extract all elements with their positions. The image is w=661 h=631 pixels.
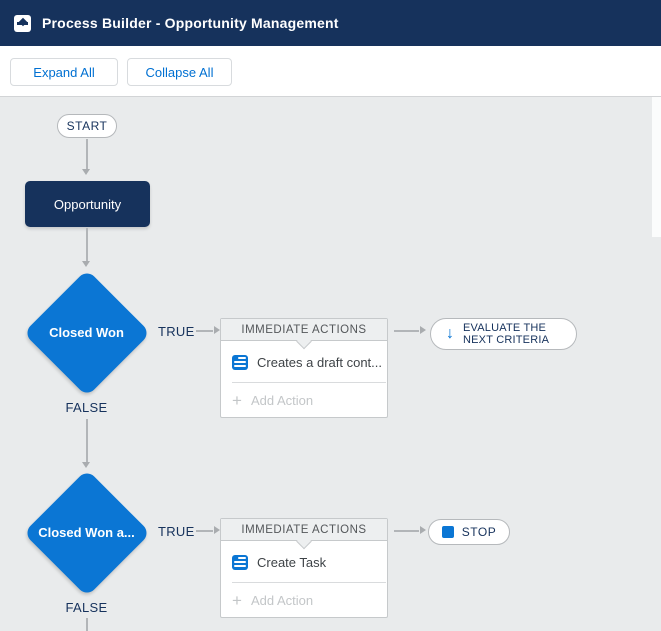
page-title: Process Builder - Opportunity Management: [42, 15, 339, 31]
criteria-node-closed-won[interactable]: Closed Won: [22, 268, 151, 397]
criteria-label: Closed Won: [49, 325, 124, 340]
arrowhead-down-icon: [82, 169, 90, 175]
process-builder-icon-gem: [18, 17, 27, 27]
divider: [232, 382, 386, 383]
arrowhead-right-icon: [420, 526, 426, 534]
false-label: FALSE: [65, 400, 108, 415]
arrowhead-down-icon: [82, 261, 90, 267]
start-node: START: [57, 114, 117, 138]
arrowhead-right-icon: [420, 326, 426, 334]
action-item-create-task[interactable]: Create Task: [221, 542, 387, 582]
true-label: TRUE: [158, 524, 195, 539]
immediate-actions-box-2: IMMEDIATE ACTIONS Create Task + Add Acti…: [220, 518, 388, 618]
action-record-icon: [232, 354, 248, 370]
toolbar: Expand All Collapse All: [0, 46, 661, 96]
connector-true2: [196, 530, 213, 532]
connector-trigger-criteria1: [86, 228, 88, 261]
connector-true1: [196, 330, 213, 332]
add-action-label: Add Action: [250, 392, 314, 408]
action-label: Creates a draft cont...: [257, 354, 383, 370]
plus-icon: +: [232, 590, 242, 610]
action-label: Create Task: [257, 554, 327, 570]
expand-all-button[interactable]: Expand All: [10, 58, 118, 86]
stop-label: STOP: [461, 525, 497, 539]
arrowhead-right-icon: [214, 526, 220, 534]
evaluate-line1: EVALUATE THE: [463, 321, 547, 334]
add-action-button[interactable]: + Add Action: [232, 583, 313, 617]
add-action-button[interactable]: + Add Action: [232, 383, 313, 417]
evaluate-line2: NEXT CRITERIA: [463, 334, 550, 346]
connector-actions1-outcome: [394, 330, 419, 332]
connector-criteria2-next: [86, 618, 88, 631]
plus-icon: +: [232, 390, 242, 410]
scrollbar-track[interactable]: [652, 97, 661, 237]
process-builder-icon: [14, 14, 31, 32]
true-label: TRUE: [158, 324, 195, 339]
arrowhead-down-icon: [82, 462, 90, 468]
stop-node: STOP: [428, 519, 510, 545]
down-arrow-icon: ↓: [446, 325, 454, 342]
criteria-node-closed-won-2[interactable]: Closed Won a...: [22, 468, 151, 597]
connector-criteria1-criteria2: [86, 419, 88, 462]
add-action-label: Add Action: [250, 592, 314, 608]
app-header: Process Builder - Opportunity Management: [0, 0, 661, 46]
divider: [232, 582, 386, 583]
criteria-label: Closed Won a...: [38, 525, 135, 540]
immediate-actions-box-1: IMMEDIATE ACTIONS Creates a draft cont..…: [220, 318, 388, 418]
connector-start-trigger: [86, 139, 88, 169]
collapse-all-button[interactable]: Collapse All: [127, 58, 232, 86]
flow-canvas: START Opportunity Closed Won TRUE IMMEDI…: [0, 96, 661, 631]
trigger-node-opportunity[interactable]: Opportunity: [25, 181, 150, 227]
arrowhead-right-icon: [214, 326, 220, 334]
stop-square-icon: [441, 526, 454, 538]
action-record-icon: [232, 554, 248, 570]
evaluate-next-criteria-label: EVALUATE THE NEXT CRITERIA: [463, 322, 549, 347]
false-label: FALSE: [65, 600, 108, 615]
connector-actions2-outcome: [394, 530, 419, 532]
action-item-creates-draft-contract[interactable]: Creates a draft cont...: [221, 342, 387, 382]
evaluate-next-criteria-node: ↓ EVALUATE THE NEXT CRITERIA: [430, 318, 577, 350]
